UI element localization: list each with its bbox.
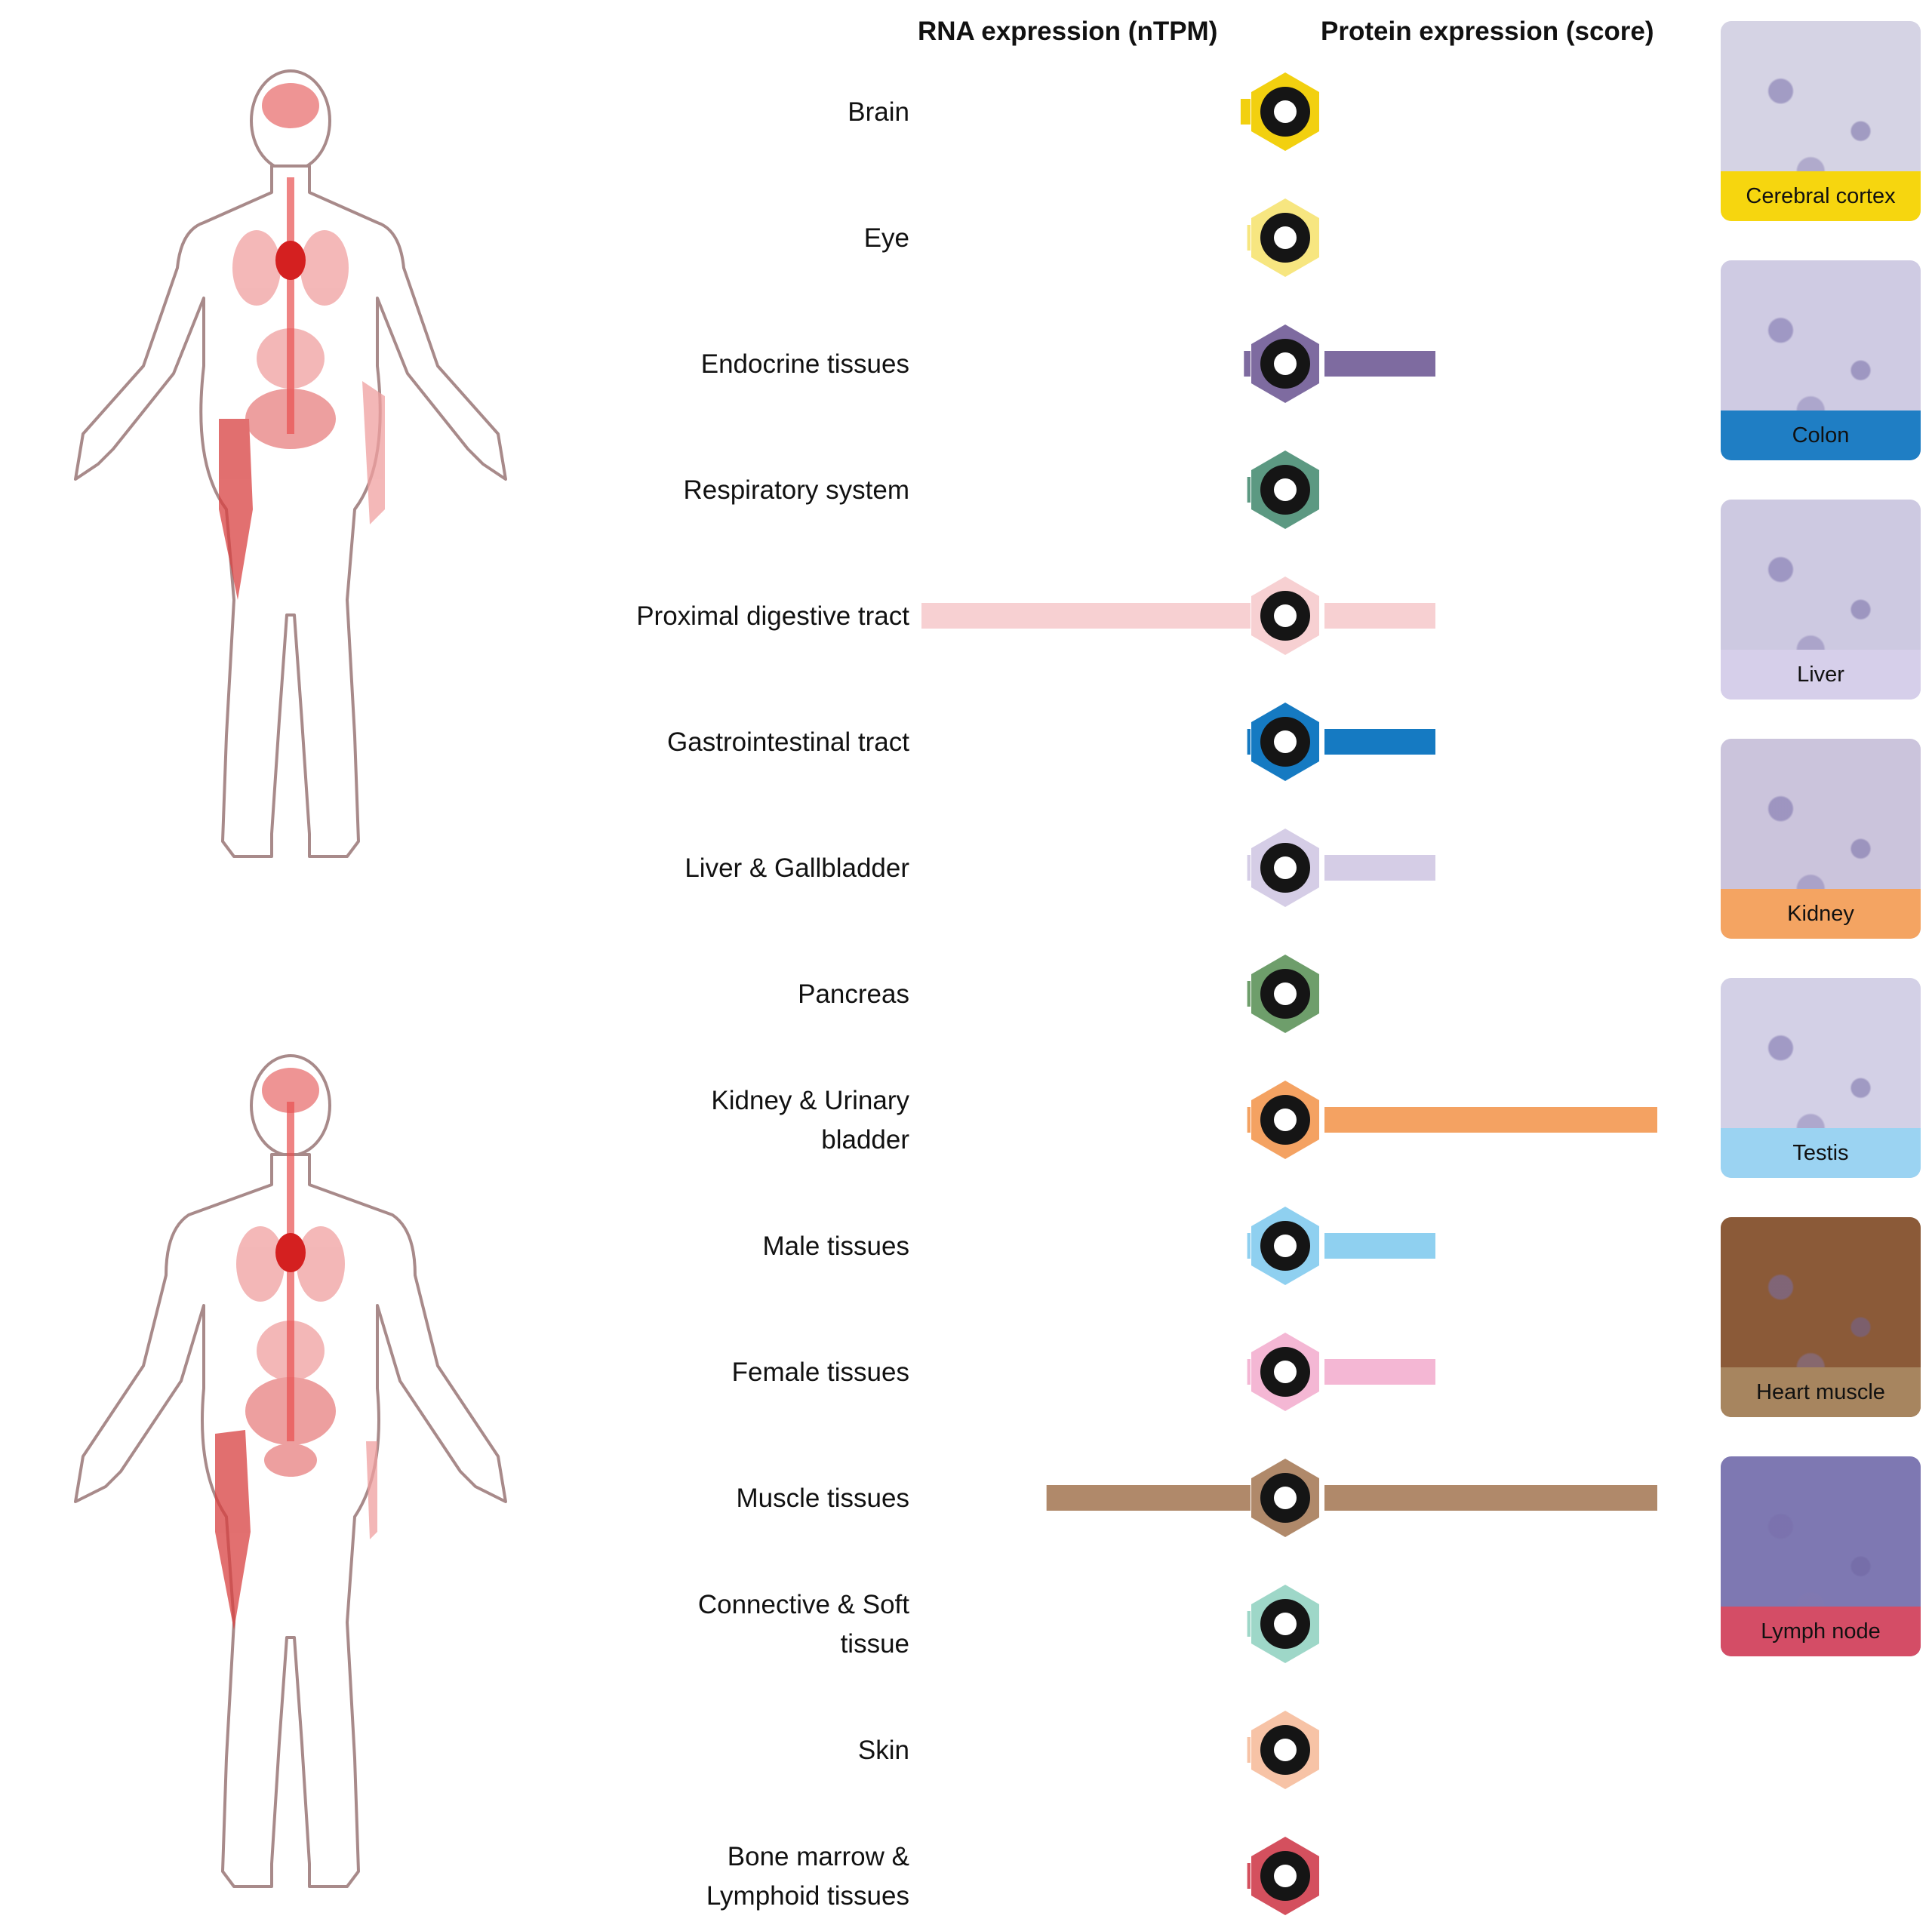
female-body-illustration — [74, 69, 507, 858]
rna-bar-endocrine-tissues — [1244, 351, 1251, 377]
tissue-label-brain: Brain — [848, 97, 909, 127]
tissue-sample-label: Liver — [1721, 650, 1921, 700]
head-icon — [1251, 577, 1319, 655]
kidney-icon — [1251, 1081, 1319, 1159]
tissue-label-eye: Eye — [864, 223, 909, 253]
tissue-label-male-tissues: Male tissues — [762, 1232, 909, 1261]
tissue-sample-label: Heart muscle — [1721, 1367, 1921, 1417]
uterus-icon — [1251, 1333, 1319, 1411]
pancreas-icon — [1251, 955, 1319, 1033]
male-body-illustration — [74, 1054, 507, 1888]
rna-bar-brain — [1240, 99, 1251, 125]
rna-expression-header: RNA expression (nTPM) — [918, 17, 1218, 46]
male-reproductive-icon — [1251, 1207, 1319, 1285]
brain-icon — [1251, 72, 1319, 151]
protein-bar-kidney-and-urinary-bladder — [1324, 1107, 1657, 1133]
protein-expression-header: Protein expression (score) — [1321, 17, 1654, 46]
tissue-label-female-tissues: Female tissues — [732, 1358, 909, 1387]
tissue-sample-label: Kidney — [1721, 889, 1921, 939]
lymph-node-icon — [1251, 1837, 1319, 1915]
rna-bar-muscle-tissues — [1046, 1485, 1251, 1511]
tissue-label-gastrointestinal-tract: Gastrointestinal tract — [667, 727, 909, 757]
tissue-label-proximal-digestive-tract: Proximal digestive tract — [636, 601, 909, 631]
rna-bar-connective-and-soft-tissue — [1247, 1611, 1251, 1637]
tissue-label-endocrine-tissues: Endocrine tissues — [701, 349, 909, 379]
cells-icon — [1251, 1585, 1319, 1663]
protein-bar-gastrointestinal-tract — [1324, 729, 1435, 755]
tissue-sample-heart-muscle: Heart muscle — [1721, 1217, 1921, 1417]
tissue-sample-kidney: Kidney — [1721, 739, 1921, 939]
rna-bar-eye — [1247, 225, 1251, 251]
protein-bar-female-tissues — [1324, 1359, 1435, 1385]
tissue-label-bone-marrow-and-lymphoid-tissues: Bone marrow & — [728, 1842, 909, 1871]
tissue-label-connective-and-soft-tissue: tissue — [841, 1629, 909, 1659]
rna-bar-liver-and-gallbladder — [1247, 855, 1251, 881]
rna-bar-gastrointestinal-tract — [1247, 729, 1251, 755]
tissue-sample-liver: Liver — [1721, 500, 1921, 700]
rna-bar-skin — [1247, 1737, 1251, 1763]
eye-icon — [1251, 198, 1319, 277]
tissue-sample-label: Lymph node — [1721, 1607, 1921, 1656]
rna-bar-male-tissues — [1247, 1233, 1251, 1259]
tissue-label-pancreas: Pancreas — [798, 979, 909, 1009]
rna-bar-proximal-digestive-tract — [921, 603, 1251, 629]
tissue-sample-label: Cerebral cortex — [1721, 171, 1921, 221]
lungs-icon — [1251, 450, 1319, 529]
protein-bar-endocrine-tissues — [1324, 351, 1435, 377]
tissue-label-liver-and-gallbladder: Liver & Gallbladder — [685, 853, 909, 883]
protein-bar-proximal-digestive-tract — [1324, 603, 1435, 629]
heart-icon — [1251, 1459, 1319, 1537]
rna-bar-bone-marrow-and-lymphoid-tissues — [1247, 1863, 1251, 1889]
protein-bar-male-tissues — [1324, 1233, 1435, 1259]
tissue-label-muscle-tissues: Muscle tissues — [736, 1484, 909, 1513]
skin-icon — [1251, 1711, 1319, 1789]
tissue-sample-label: Testis — [1721, 1128, 1921, 1178]
rna-bar-pancreas — [1247, 981, 1251, 1007]
tissue-sample-label: Colon — [1721, 411, 1921, 460]
liver-icon — [1251, 829, 1319, 907]
tissue-sample-colon: Colon — [1721, 260, 1921, 460]
tissue-sample-lymph-node: Lymph node — [1721, 1456, 1921, 1656]
rna-bar-kidney-and-urinary-bladder — [1247, 1107, 1251, 1133]
tissue-label-connective-and-soft-tissue: Connective & Soft — [698, 1590, 909, 1619]
tissue-label-skin: Skin — [858, 1736, 909, 1765]
rna-bar-respiratory-system — [1247, 477, 1251, 503]
tissue-label-kidney-and-urinary-bladder: bladder — [821, 1125, 909, 1155]
tissue-label-respiratory-system: Respiratory system — [683, 475, 909, 505]
thyroid-icon — [1251, 324, 1319, 403]
tissue-sample-cerebral-cortex: Cerebral cortex — [1721, 21, 1921, 221]
tissue-label-bone-marrow-and-lymphoid-tissues: Lymphoid tissues — [706, 1881, 909, 1911]
protein-bar-muscle-tissues — [1324, 1485, 1657, 1511]
rna-bar-female-tissues — [1247, 1359, 1251, 1385]
tissue-label-kidney-and-urinary-bladder: Kidney & Urinary — [711, 1086, 909, 1115]
protein-bar-liver-and-gallbladder — [1324, 855, 1435, 881]
stomach-icon — [1251, 703, 1319, 781]
tissue-sample-testis: Testis — [1721, 978, 1921, 1178]
